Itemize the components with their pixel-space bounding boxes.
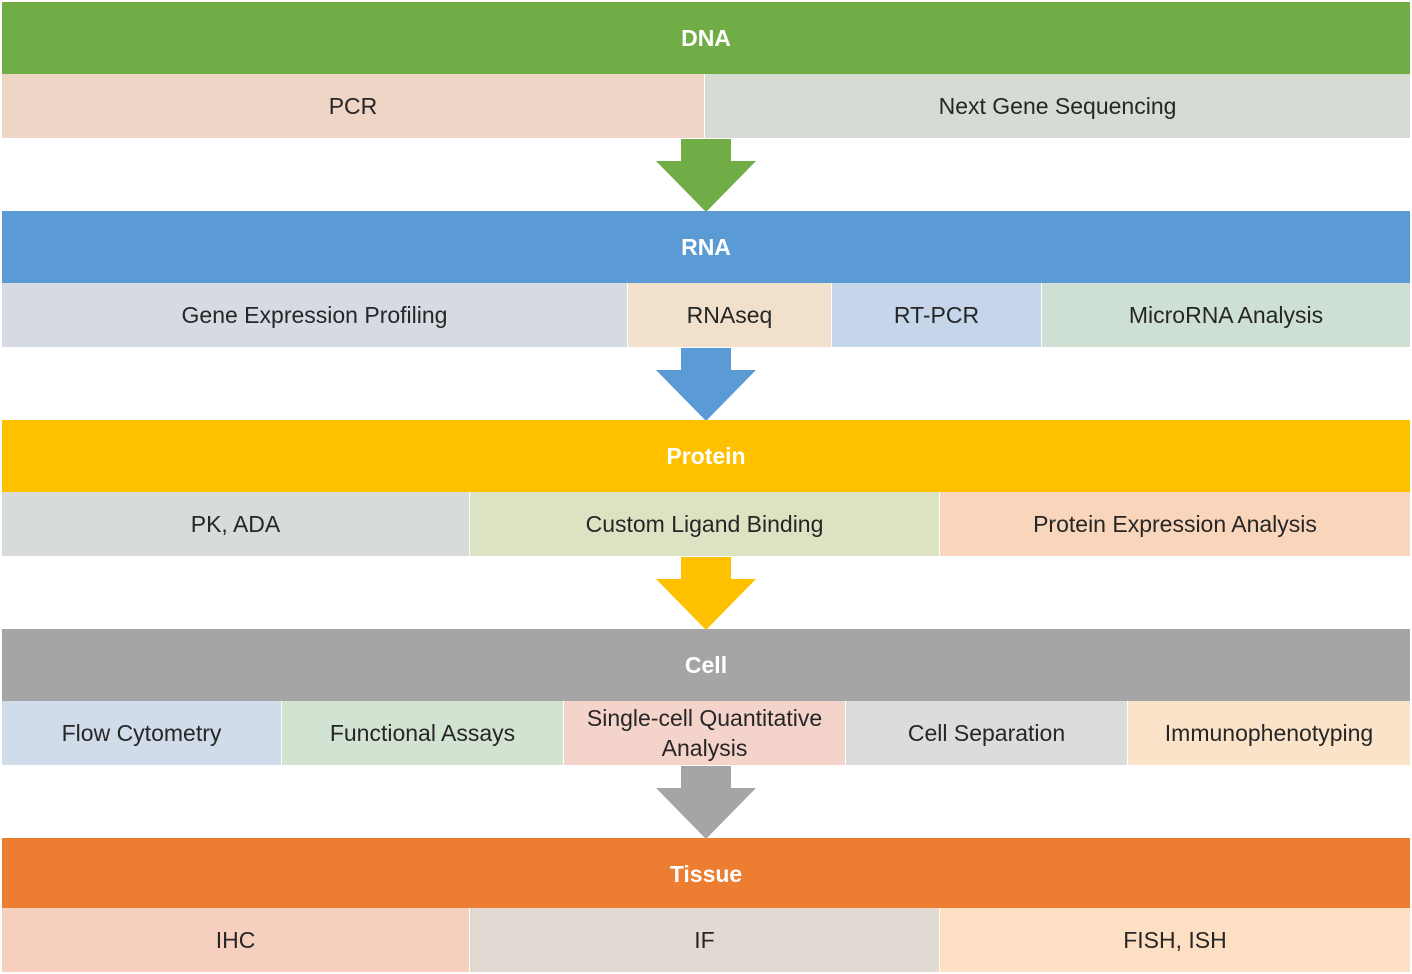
method-next-gene-sequencing: Next Gene Sequencing xyxy=(705,74,1410,138)
method-pk-ada: PK, ADA xyxy=(2,492,470,556)
protein-header: Protein xyxy=(2,420,1410,492)
arrow-protein-to-cell xyxy=(656,557,756,630)
arrow-down-icon xyxy=(656,348,756,421)
method-cell-separation: Cell Separation xyxy=(846,701,1128,765)
rna-header: RNA xyxy=(2,211,1410,283)
cell-methods-row: Flow Cytometry Functional Assays Single-… xyxy=(2,701,1410,765)
cell-header: Cell xyxy=(2,629,1410,701)
method-immunophenotyping: Immunophenotyping xyxy=(1128,701,1410,765)
arrow-cell-to-tissue xyxy=(656,766,756,839)
method-single-cell-quantitative-analysis: Single-cell Quantitative Analysis xyxy=(564,701,846,765)
arrow-down-icon xyxy=(656,766,756,839)
method-rt-pcr: RT-PCR xyxy=(832,283,1042,347)
method-rnaseq: RNAseq xyxy=(628,283,832,347)
arrow-dna-to-rna xyxy=(656,139,756,212)
method-functional-assays: Functional Assays xyxy=(282,701,564,765)
method-flow-cytometry: Flow Cytometry xyxy=(2,701,282,765)
protein-methods-row: PK, ADA Custom Ligand Binding Protein Ex… xyxy=(2,492,1410,556)
method-custom-ligand-binding: Custom Ligand Binding xyxy=(470,492,940,556)
method-pcr: PCR xyxy=(2,74,705,138)
method-ihc: IHC xyxy=(2,908,470,972)
arrow-rna-to-protein xyxy=(656,348,756,421)
dna-methods-row: PCR Next Gene Sequencing xyxy=(2,74,1410,138)
rna-methods-row: Gene Expression Profiling RNAseq RT-PCR … xyxy=(2,283,1410,347)
method-protein-expression-analysis: Protein Expression Analysis xyxy=(940,492,1410,556)
method-fish-ish: FISH, ISH xyxy=(940,908,1410,972)
method-if: IF xyxy=(470,908,940,972)
method-microrna-analysis: MicroRNA Analysis xyxy=(1042,283,1410,347)
tissue-methods-row: IHC IF FISH, ISH xyxy=(2,908,1410,972)
arrow-down-icon xyxy=(656,557,756,630)
dna-header: DNA xyxy=(2,2,1410,74)
tissue-header: Tissue xyxy=(2,838,1410,910)
arrow-down-icon xyxy=(656,139,756,212)
method-gene-expression-profiling: Gene Expression Profiling xyxy=(2,283,628,347)
